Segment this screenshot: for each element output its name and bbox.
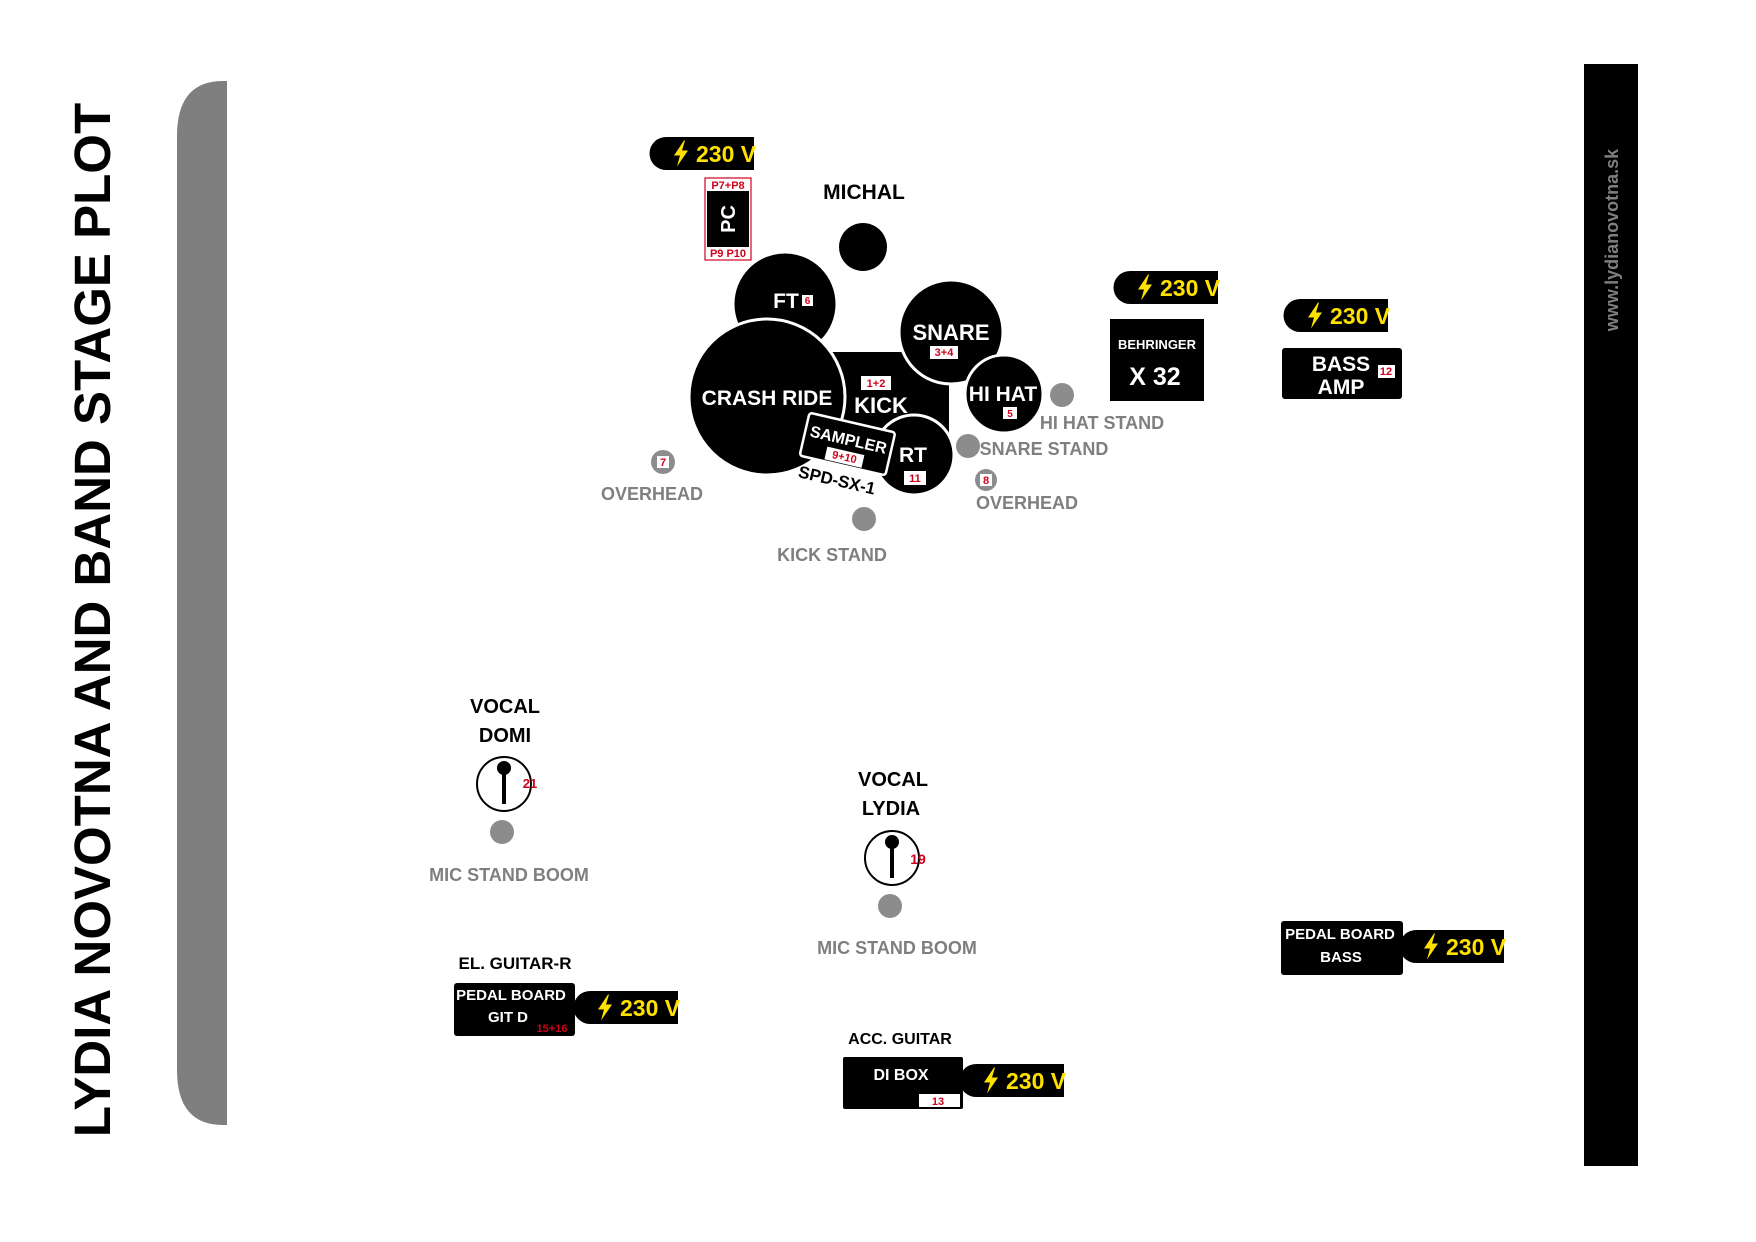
sampler-channel: 9+10 <box>831 449 858 466</box>
snare-channel-box <box>930 346 958 359</box>
bass-amp-line2: AMP <box>1318 376 1365 399</box>
vocal-lydia-line2: LYDIA <box>862 798 920 820</box>
overhead-right-channel: 8 <box>983 475 989 487</box>
mic-stand-lydia <box>878 894 902 918</box>
kick-channel: 1+2 <box>867 378 886 390</box>
vocal-lydia-mic <box>864 830 920 886</box>
bass-amp: BASS AMP 12 <box>1282 348 1402 399</box>
rt-channel: 11 <box>909 473 921 485</box>
el-guitar-channel: 15+16 <box>537 1023 568 1035</box>
vocal-lydia-channel: 19 <box>910 851 926 867</box>
svg-text:230 V: 230 V <box>1006 1068 1067 1094</box>
drummer-name: MICHAL <box>823 181 905 204</box>
ft-channel-box <box>802 295 813 306</box>
website-label: www.lydianovotna.sk <box>1602 148 1622 332</box>
power-badge-acc-guitar: 230 V <box>959 1064 1067 1097</box>
snare-stand-label: SNARE STAND <box>980 439 1109 459</box>
vocal-domi-line1: VOCAL <box>470 696 540 718</box>
svg-text:230 V: 230 V <box>1330 303 1391 329</box>
hihat-stand <box>1050 383 1074 407</box>
floor-tom-label: FT <box>773 290 799 313</box>
pc-top-channel: P7+P8 <box>711 180 744 192</box>
overhead-left-label: OVERHEAD <box>601 484 703 504</box>
hihat-channel-box <box>1003 407 1017 419</box>
mixer-model: X 32 <box>1129 363 1180 391</box>
pedal-bass-line1: PEDAL BOARD <box>1285 926 1395 943</box>
power-badge-pedal-bass: 230 V <box>1399 930 1507 963</box>
microphone-icon <box>497 761 511 775</box>
mixer-behringer-x32: BEHRINGER X 32 <box>1110 319 1204 401</box>
power-badge-bass-amp: 230 V <box>1283 299 1391 332</box>
mic-stand-domi <box>490 820 514 844</box>
overhead-right-label: OVERHEAD <box>976 493 1078 513</box>
hihat-cymbal <box>963 353 1045 435</box>
di-box-label: DI BOX <box>873 1067 928 1084</box>
pc-label: PC <box>718 205 740 233</box>
mic-stand-domi-label: MIC STAND BOOM <box>429 865 589 885</box>
power-badge-drums: 230 V <box>649 137 757 170</box>
microphone-icon <box>885 835 899 849</box>
snare-stand <box>956 434 980 458</box>
svg-text:230 V: 230 V <box>1160 275 1221 301</box>
page-title: LYDIA NOVOTNA AND BAND STAGE PLOT <box>64 103 121 1137</box>
svg-text:230 V: 230 V <box>696 141 757 167</box>
bass-amp-channel: 12 <box>1380 366 1392 378</box>
acc-guitar-title: ACC. GUITAR <box>848 1031 952 1048</box>
vocal-domi-line2: DOMI <box>479 725 531 747</box>
el-guitar-title: EL. GUITAR-R <box>458 954 571 973</box>
el-guitar-line2: GIT D <box>488 1009 528 1026</box>
pedal-board-bass: PEDAL BOARD BASS <box>1281 921 1403 975</box>
kick-stand-label: KICK STAND <box>777 545 887 565</box>
kick-channel-box <box>861 376 891 390</box>
pc-bottom-channel: P9 P10 <box>710 248 746 260</box>
website-bar <box>1584 64 1638 1166</box>
svg-text:230 V: 230 V <box>620 995 681 1021</box>
svg-text:230 V: 230 V <box>1446 934 1507 960</box>
snare-label: SNARE <box>912 320 989 345</box>
bass-amp-line1: BASS <box>1312 353 1370 376</box>
pedal-bass-line2: BASS <box>1320 949 1362 966</box>
drummer-seat <box>839 223 887 271</box>
acc-guitar-di-box: DI BOX 13 <box>843 1057 963 1109</box>
rack-tom-label: RT <box>899 444 927 467</box>
hihat-label: HI HAT <box>969 383 1038 406</box>
power-badge-el-guitar: 230 V <box>573 991 681 1024</box>
el-guitar-line1: PEDAL BOARD <box>456 987 566 1004</box>
hihat-channel: 5 <box>1007 409 1013 420</box>
pc-box: P7+P8 PC P9 P10 <box>704 177 752 261</box>
power-badge-mixer: 230 V <box>1113 271 1221 304</box>
kick-stand <box>852 507 876 531</box>
overhead-left-channel: 7 <box>660 457 666 469</box>
stage-edge-band <box>177 81 227 1125</box>
mic-stand-lydia-label: MIC STAND BOOM <box>817 938 977 958</box>
mixer-brand: BEHRINGER <box>1118 337 1197 352</box>
rt-channel-box <box>904 471 926 485</box>
snare-channel: 3+4 <box>935 347 955 359</box>
sampler: SAMPLER 9+10 <box>798 412 896 477</box>
vocal-lydia-line1: VOCAL <box>858 769 928 791</box>
vocal-domi-mic <box>476 756 532 812</box>
kick-label: KICK <box>854 393 908 418</box>
crash-ride-label: CRASH RIDE <box>702 387 833 410</box>
di-box-channel: 13 <box>932 1096 944 1108</box>
ft-channel: 6 <box>805 296 811 307</box>
el-guitar-pedal-board: PEDAL BOARD GIT D 15+16 <box>454 983 575 1036</box>
vocal-domi-channel: 21 <box>523 776 537 791</box>
snare-drum <box>897 278 1005 386</box>
hihat-stand-label: HI HAT STAND <box>1040 413 1164 433</box>
